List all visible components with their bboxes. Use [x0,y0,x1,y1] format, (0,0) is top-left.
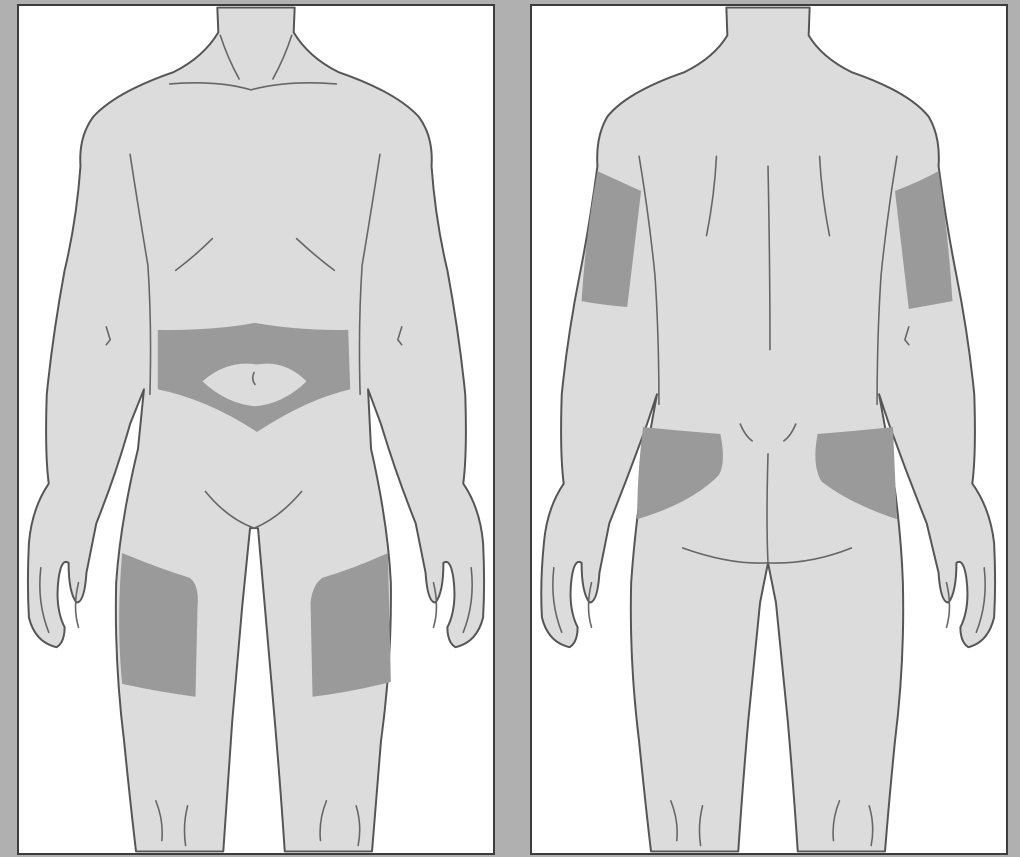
back-body-illustration [532,6,1006,853]
front-view-panel [17,4,495,855]
back-view-panel [530,4,1008,855]
front-body-illustration [19,6,493,853]
back-body-silhouette [541,8,995,852]
